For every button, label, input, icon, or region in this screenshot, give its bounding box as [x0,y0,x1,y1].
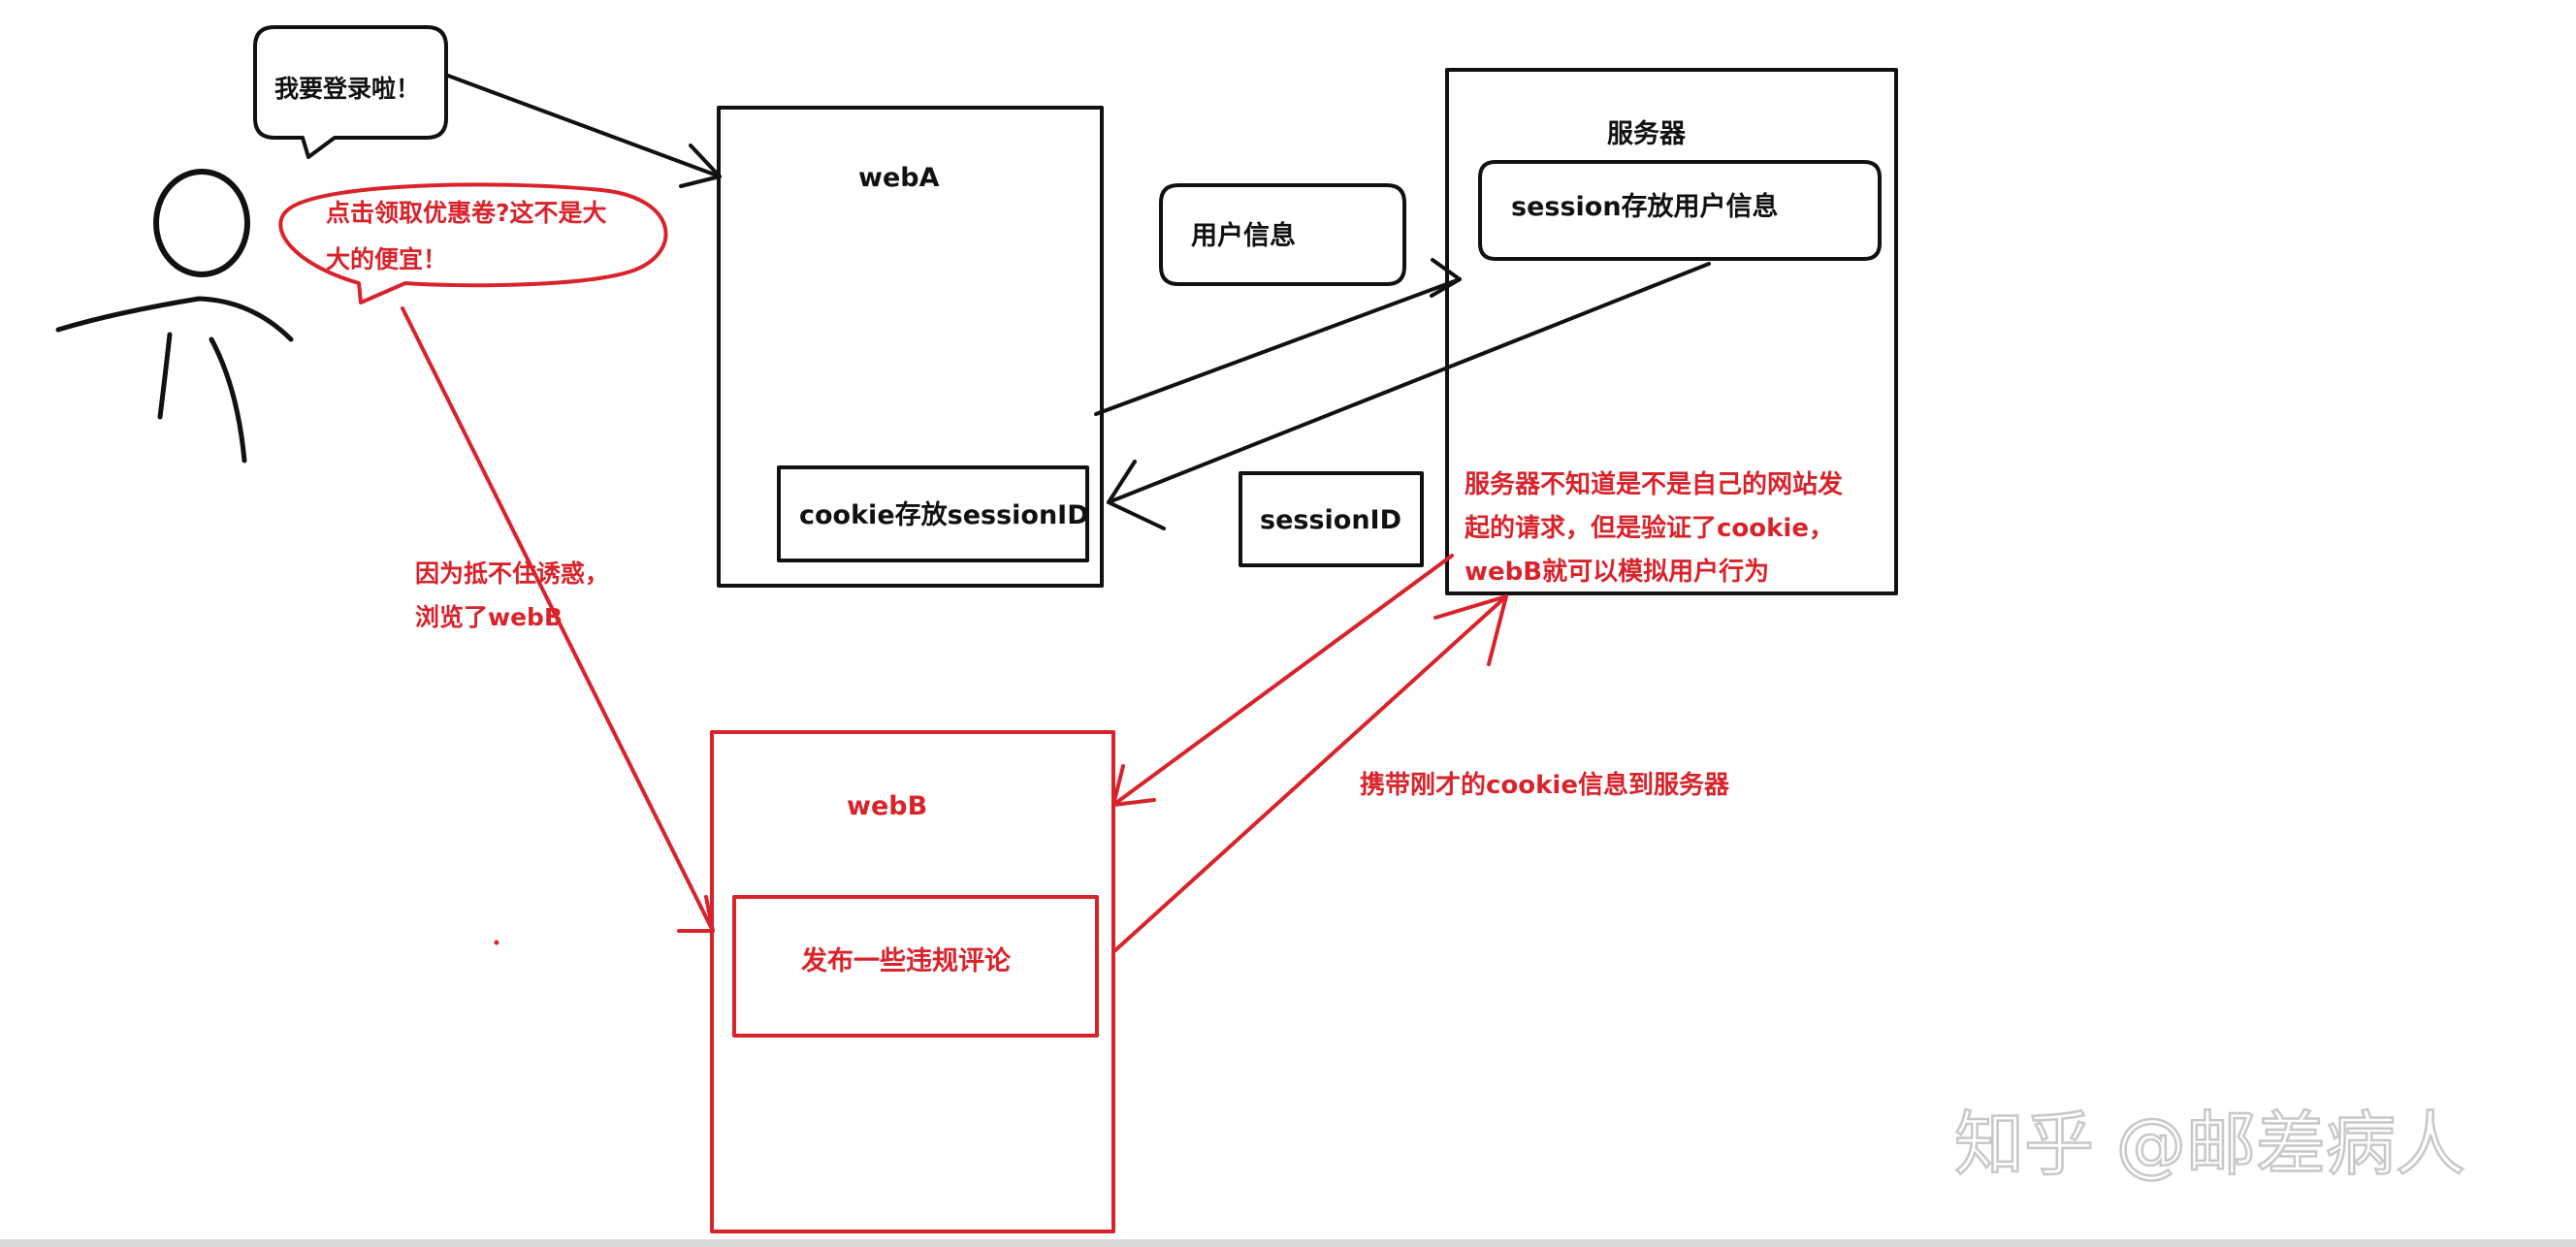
webA-title: webA [858,163,940,193]
session-store-label: session存放用户信息 [1511,191,1779,222]
server-note-1: 服务器不知道是不是自己的网站发 [1465,469,1843,499]
user-arms [55,296,294,342]
webA-box: webA cookie存放sessionID [717,106,1104,588]
user-head [153,169,250,277]
webB-box: webB 发布一些违规评论 [710,730,1115,1233]
arrow-server-to-webA [1107,262,1711,530]
arrow-server-to-webB [1111,554,1454,807]
cookie-box [777,465,1089,562]
user-left-leg [157,332,173,420]
watermark: 知乎 @邮差病人 [1954,1103,2465,1185]
cookie-box-label: cookie存放sessionID [799,499,1089,530]
user-info-label: 用户信息 [1191,220,1296,251]
session-id-label: sessionID [1260,505,1401,535]
session-store-box [1478,160,1882,261]
user-speech-bubble: 我要登录啦！ [253,25,448,159]
arrow-user-to-webA [446,74,722,188]
temptation-bubble-text-2: 大的便宜！ [326,245,447,273]
violation-label: 发布一些违规评论 [800,945,1012,976]
user-info-box: 用户信息 [1159,183,1406,286]
session-id-box: sessionID [1239,471,1424,567]
server-title: 服务器 [1607,119,1687,149]
temptation-note-1: 因为抵不住诱惑， [415,560,609,588]
temptation-bubble: 点击领取优惠卷?这不是大 大的便宜！ [278,182,668,304]
stray-dot [494,940,499,945]
user-right-leg [209,336,247,464]
carry-cookie-note: 携带刚才的cookie信息到服务器 [1360,770,1730,800]
temptation-note-2: 浏览了webB [415,603,563,631]
user-bubble-text: 我要登录啦！ [274,75,420,103]
user-figure [55,169,294,464]
server-box: 服务器 session存放用户信息 服务器不知道是不是自己的网站发 起的请求，但… [1445,68,1898,595]
arrow-webB-to-server [1113,594,1508,952]
webB-title: webB [847,791,927,821]
server-note-2: 起的请求，但是验证了cookie， [1465,513,1834,543]
bottom-scrollbar-track [0,1239,2576,1247]
violation-box [732,895,1099,1038]
server-note-3: webB就可以模拟用户行为 [1465,557,1769,587]
arrow-webA-to-server [1094,258,1462,416]
temptation-bubble-text-1: 点击领取优惠卷?这不是大 [326,199,607,227]
